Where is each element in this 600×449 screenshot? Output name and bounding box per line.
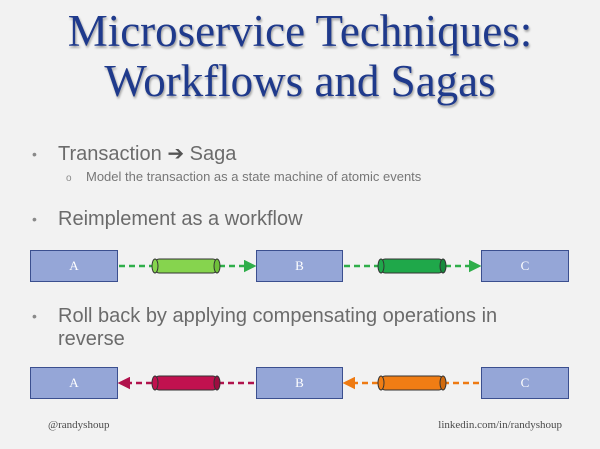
forward-node-a: A	[30, 250, 118, 282]
bullet-roll-back: • Roll back by applying compensating oper…	[32, 305, 497, 351]
forward-node-c: C	[481, 250, 569, 282]
bullet-text-workflow: Reimplement as a workflow	[58, 208, 303, 230]
sub-bullet-text: Model the transaction as a state machine…	[86, 169, 422, 184]
rollback-flow-connectors	[117, 375, 479, 391]
bullet-transaction-saga: • Transaction ➔ Saga	[32, 143, 236, 166]
bullet-text-transaction: Transaction	[58, 143, 162, 165]
title-line-1: Microservice Techniques:	[67, 6, 533, 56]
title-line-2: Workflows and Sagas	[104, 56, 496, 106]
forward-pipe-1	[151, 258, 221, 274]
right-arrow-icon: ➔	[167, 143, 185, 165]
bullet-text-rollback-line1: Roll back by applying compensating opera…	[58, 305, 498, 327]
rollback-node-a: A	[30, 367, 118, 399]
footer-handle: @randyshoup	[48, 419, 110, 431]
rollback-pipe-2	[377, 375, 447, 391]
slide-title: Microservice Techniques: Workflows and S…	[0, 6, 600, 106]
bullet-text-rollback-line2: reverse	[58, 328, 125, 350]
rollback-node-c: C	[481, 367, 569, 399]
forward-node-b: B	[256, 250, 343, 282]
bullet-dot: •	[32, 146, 37, 162]
bullet-dot: •	[32, 211, 37, 227]
rollback-pipe-1	[151, 375, 221, 391]
forward-flow-connectors	[119, 258, 482, 274]
rollback-node-b: B	[256, 367, 343, 399]
sub-bullet-state-machine: o Model the transaction as a state machin…	[66, 169, 421, 187]
sub-bullet-marker: o	[66, 173, 72, 184]
footer-linkedin: linkedin.com/in/randyshoup	[438, 419, 562, 431]
forward-pipe-2	[377, 258, 447, 274]
bullet-reimplement-workflow: • Reimplement as a workflow	[32, 208, 303, 231]
bullet-dot: •	[32, 308, 37, 324]
bullet-text-saga: Saga	[189, 143, 237, 165]
